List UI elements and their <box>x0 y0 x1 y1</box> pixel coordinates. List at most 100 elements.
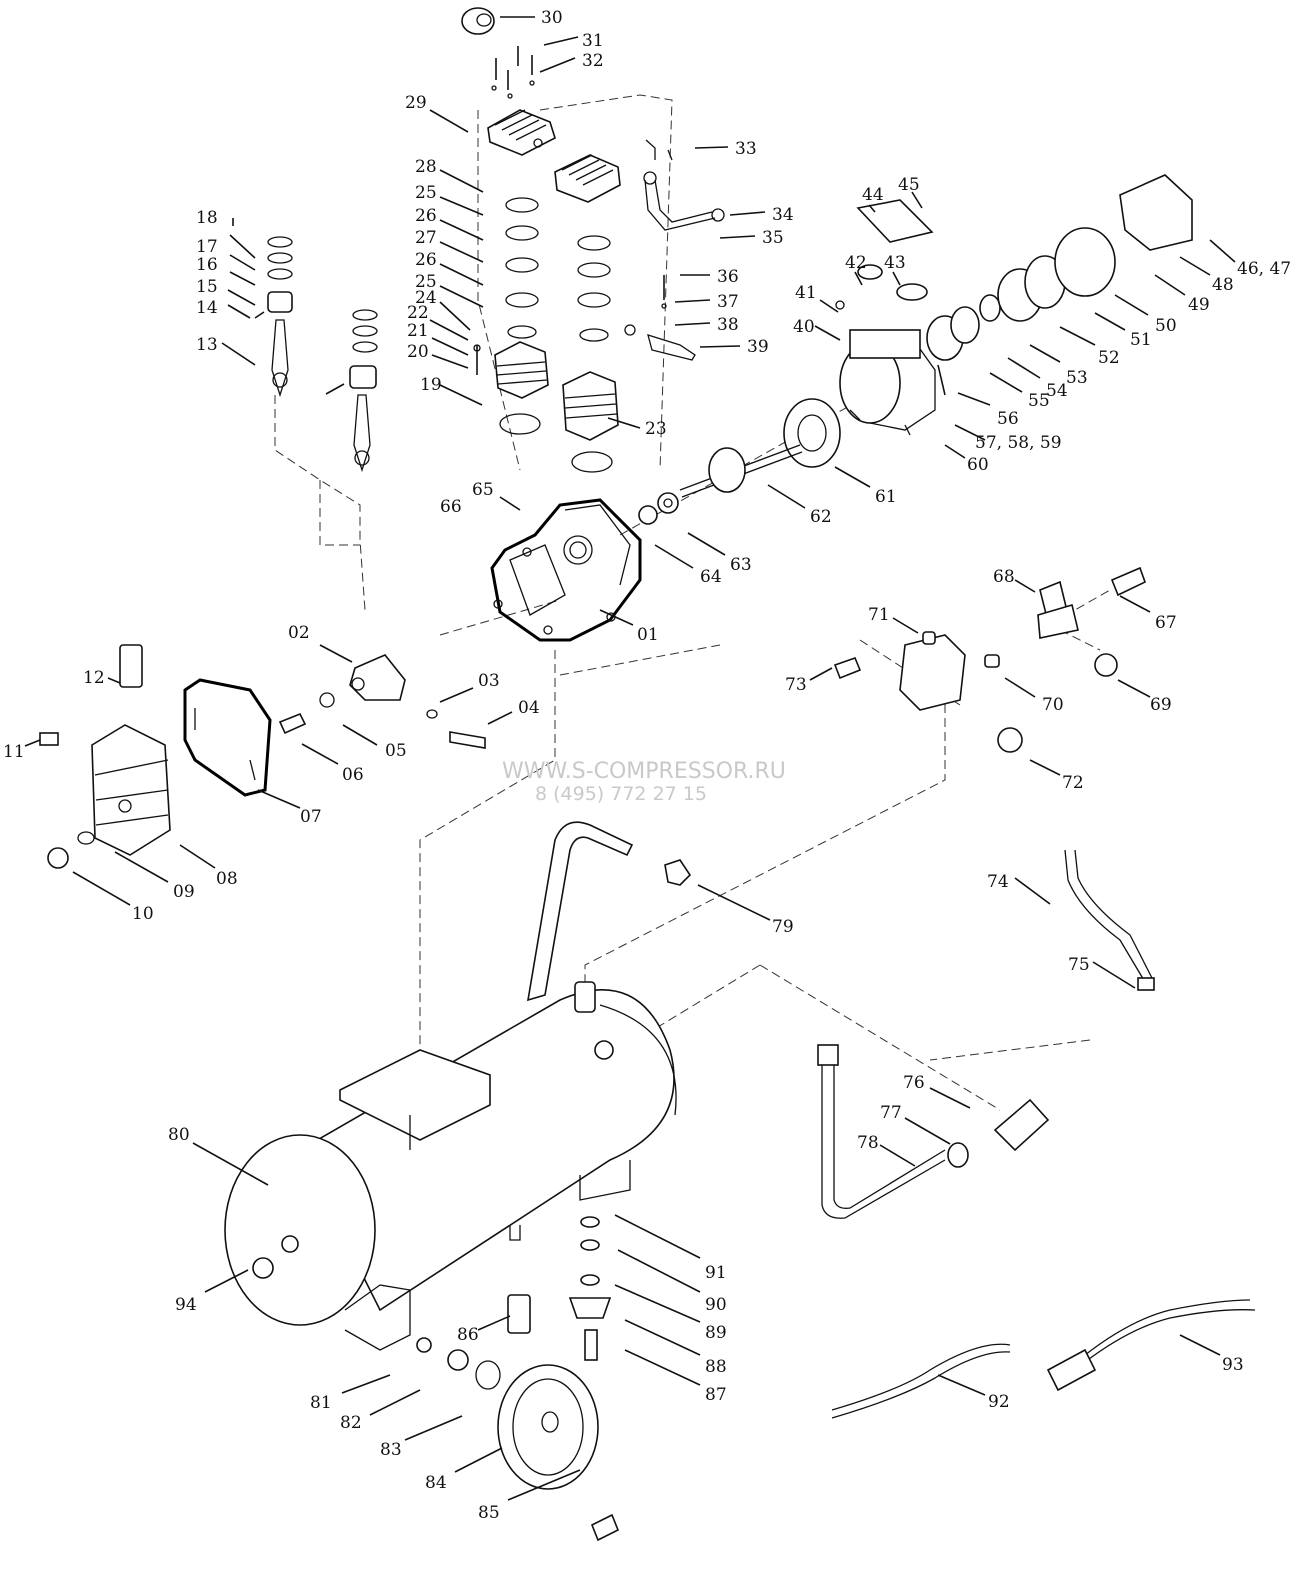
label-15: 15 <box>196 277 218 297</box>
label-35: 35 <box>762 228 784 248</box>
label-26a: 26 <box>415 206 437 226</box>
label-80: 80 <box>168 1125 190 1145</box>
label-26b: 26 <box>415 250 437 270</box>
label-25a: 25 <box>415 183 437 203</box>
label-18: 18 <box>196 208 218 228</box>
label-88: 88 <box>705 1357 727 1377</box>
label-81: 81 <box>310 1393 332 1413</box>
foot-parts <box>507 1216 612 1361</box>
label-84: 84 <box>425 1473 447 1493</box>
label-55: 55 <box>1028 391 1050 411</box>
label-45: 45 <box>898 175 920 195</box>
label-53: 53 <box>1066 368 1088 388</box>
air-tank <box>224 981 677 1351</box>
label-31: 31 <box>582 31 604 51</box>
label-67: 67 <box>1155 613 1177 633</box>
label-62: 62 <box>810 507 832 527</box>
outlet-pipe <box>1064 849 1155 991</box>
label-09: 09 <box>173 882 195 902</box>
label-56: 56 <box>997 409 1019 429</box>
label-90: 90 <box>705 1295 727 1315</box>
label-52: 52 <box>1098 348 1120 368</box>
label-06: 06 <box>342 765 364 785</box>
label-29: 29 <box>405 93 427 113</box>
cylinder-right <box>562 371 619 473</box>
label-32: 32 <box>582 51 604 71</box>
cylinder-left <box>494 341 549 435</box>
bearings <box>638 492 679 525</box>
part-labels: 30 31 32 29 28 25 26 27 26 25 24 22 21 2… <box>3 8 1291 1523</box>
rotor-shaft <box>679 444 803 498</box>
label-71: 71 <box>868 605 890 625</box>
watermark-url: WWW.S-COMPRESSOR.RU <box>502 759 786 784</box>
label-34: 34 <box>772 205 794 225</box>
label-44: 44 <box>862 185 884 205</box>
label-22: 22 <box>407 303 429 323</box>
label-08: 08 <box>216 869 238 889</box>
safety-valve <box>664 859 692 886</box>
label-61: 61 <box>875 487 897 507</box>
drain-plug-bolt <box>39 732 95 869</box>
label-89: 89 <box>705 1323 727 1343</box>
crankcase-cover <box>183 678 272 797</box>
label-48: 48 <box>1212 275 1234 295</box>
label-70: 70 <box>1042 695 1064 715</box>
label-94: 94 <box>175 1295 197 1315</box>
wheel-assembly <box>416 1337 620 1542</box>
label-66: 66 <box>440 497 462 517</box>
label-57-58-59: 57, 58, 59 <box>975 433 1062 453</box>
label-69: 69 <box>1150 695 1172 715</box>
regulator <box>1037 566 1146 677</box>
tank-handle <box>526 821 634 1002</box>
label-17: 17 <box>196 237 218 257</box>
label-77: 77 <box>880 1103 902 1123</box>
stator <box>783 398 841 468</box>
capacitor-parts <box>835 199 934 310</box>
watermark: WWW.S-COMPRESSOR.RU 8 (495) 772 27 15 <box>502 759 786 805</box>
label-10: 10 <box>132 904 154 924</box>
oil-cap-housing <box>91 644 171 856</box>
label-38: 38 <box>717 315 739 335</box>
piston-group-left <box>254 236 293 398</box>
label-01: 01 <box>637 625 659 645</box>
stud-bolts <box>473 344 481 375</box>
label-68: 68 <box>993 567 1015 587</box>
label-74: 74 <box>987 872 1009 892</box>
label-79: 79 <box>772 917 794 937</box>
label-91: 91 <box>705 1263 727 1283</box>
label-46-47: 46, 47 <box>1237 259 1291 279</box>
fan-parts <box>926 174 1193 361</box>
label-60: 60 <box>967 455 989 475</box>
power-cables <box>831 1299 1256 1419</box>
label-85: 85 <box>478 1503 500 1523</box>
label-24: 24 <box>415 288 437 308</box>
valve-plate-stack-left <box>505 197 539 339</box>
label-92: 92 <box>988 1392 1010 1412</box>
label-72: 72 <box>1062 773 1084 793</box>
cylinder-head-left <box>487 109 556 156</box>
label-12: 12 <box>83 668 105 688</box>
label-50: 50 <box>1155 316 1177 336</box>
pressure-switch <box>833 631 1023 753</box>
cylinder-head-right <box>554 154 621 203</box>
label-02: 02 <box>288 623 310 643</box>
label-03: 03 <box>478 671 500 691</box>
label-49: 49 <box>1188 295 1210 315</box>
transfer-pipes <box>624 139 725 361</box>
label-54: 54 <box>1046 381 1068 401</box>
valve-plate-stack-right <box>577 235 611 342</box>
label-25b: 25 <box>415 272 437 292</box>
label-16: 16 <box>196 255 218 275</box>
label-73: 73 <box>785 675 807 695</box>
piston-group-right <box>325 309 378 473</box>
label-23: 23 <box>645 419 667 439</box>
label-30: 30 <box>541 8 563 28</box>
watermark-phone: 8 (495) 772 27 15 <box>535 783 707 805</box>
air-filter-cap <box>461 7 495 35</box>
label-63: 63 <box>730 555 752 575</box>
crankcase-part <box>490 498 642 642</box>
label-39: 39 <box>747 337 769 357</box>
label-05: 05 <box>385 741 407 761</box>
label-07: 07 <box>300 807 322 827</box>
label-13: 13 <box>196 335 218 355</box>
